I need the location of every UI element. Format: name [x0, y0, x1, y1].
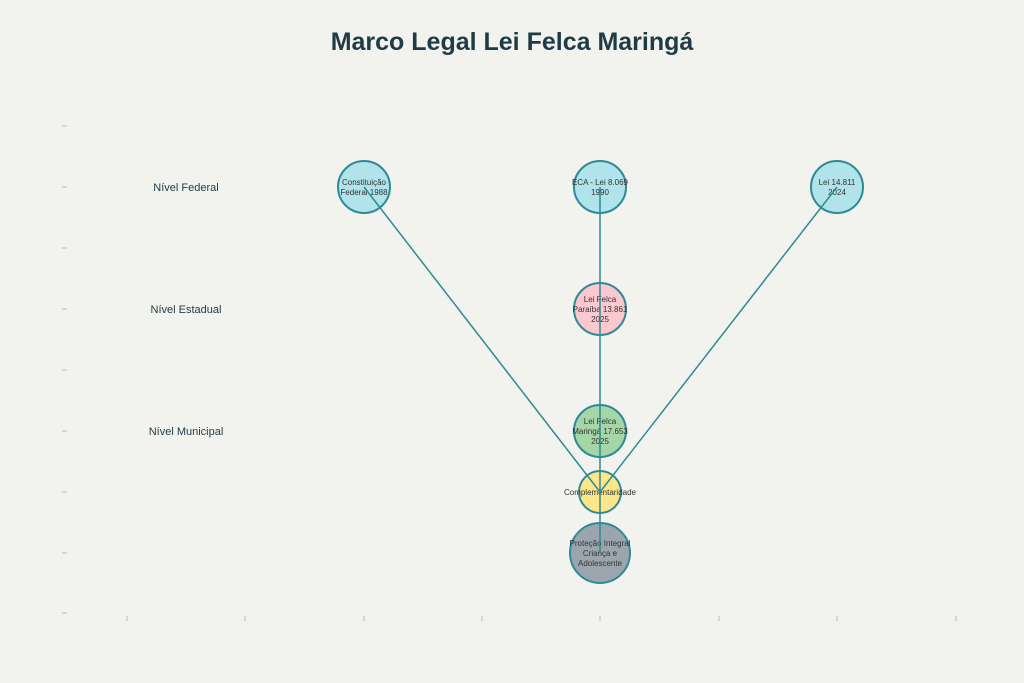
node-label: Federal 1988	[340, 188, 388, 197]
node-label: Constituição	[342, 178, 387, 187]
edge-cf-comp	[363, 186, 601, 493]
chart-title: Marco Legal Lei Felca Maringá	[330, 28, 694, 56]
edge-lei14811-comp	[599, 186, 838, 493]
node-label: Criança e	[583, 549, 618, 558]
node-label: ECA - Lei 8.069	[572, 178, 629, 187]
node-label: 2024	[828, 188, 846, 197]
level-label-federal: Nível Federal	[153, 182, 218, 194]
level-label-estadual: Nível Estadual	[151, 304, 222, 316]
node-label: Adolescente	[578, 559, 623, 568]
level-label-municipal: Nível Municipal	[149, 426, 224, 438]
axis-ticks	[62, 125, 957, 621]
node-label: Lei 14.811	[819, 178, 856, 187]
